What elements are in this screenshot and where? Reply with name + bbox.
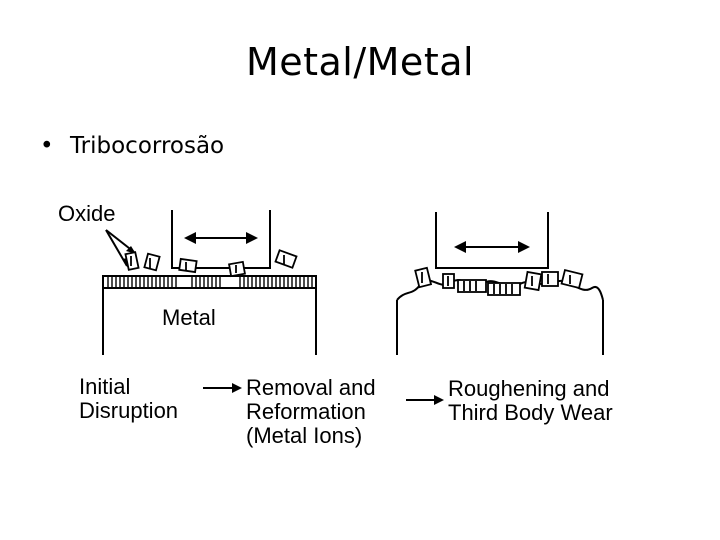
oxide-label: Oxide — [58, 201, 116, 226]
stage-1-line-2: Disruption — [79, 398, 179, 423]
third-body-debris — [414, 266, 584, 296]
metal-label: Metal — [162, 305, 216, 330]
bullet-item: • Tribocorrosão — [40, 133, 224, 159]
stage-3-line-1: Roughening and — [448, 376, 610, 401]
oxide-hatch — [107, 276, 313, 288]
bullet-dot-icon: • — [40, 133, 54, 159]
right-counterface — [435, 212, 549, 269]
stage-initial-disruption: Initial Disruption — [79, 375, 178, 423]
left-counterface — [171, 210, 271, 269]
stage-2-line-3: (Metal Ions) — [246, 423, 363, 448]
stage-3-line-2: Third Body Wear — [448, 400, 613, 425]
stage-removal-reformation: Removal and Reformation (Metal Ions) — [246, 376, 376, 448]
stage-2-line-1: Removal and — [246, 375, 376, 400]
stage-2-line-2: Reformation — [246, 399, 366, 424]
stage-roughening-third-body: Roughening and Third Body Wear — [448, 377, 613, 425]
slide-title: Metal/Metal — [245, 40, 475, 84]
stage-1-line-1: Initial — [79, 374, 131, 399]
oxide-debris-left — [124, 249, 298, 278]
bullet-text: Tribocorrosão — [70, 133, 225, 159]
